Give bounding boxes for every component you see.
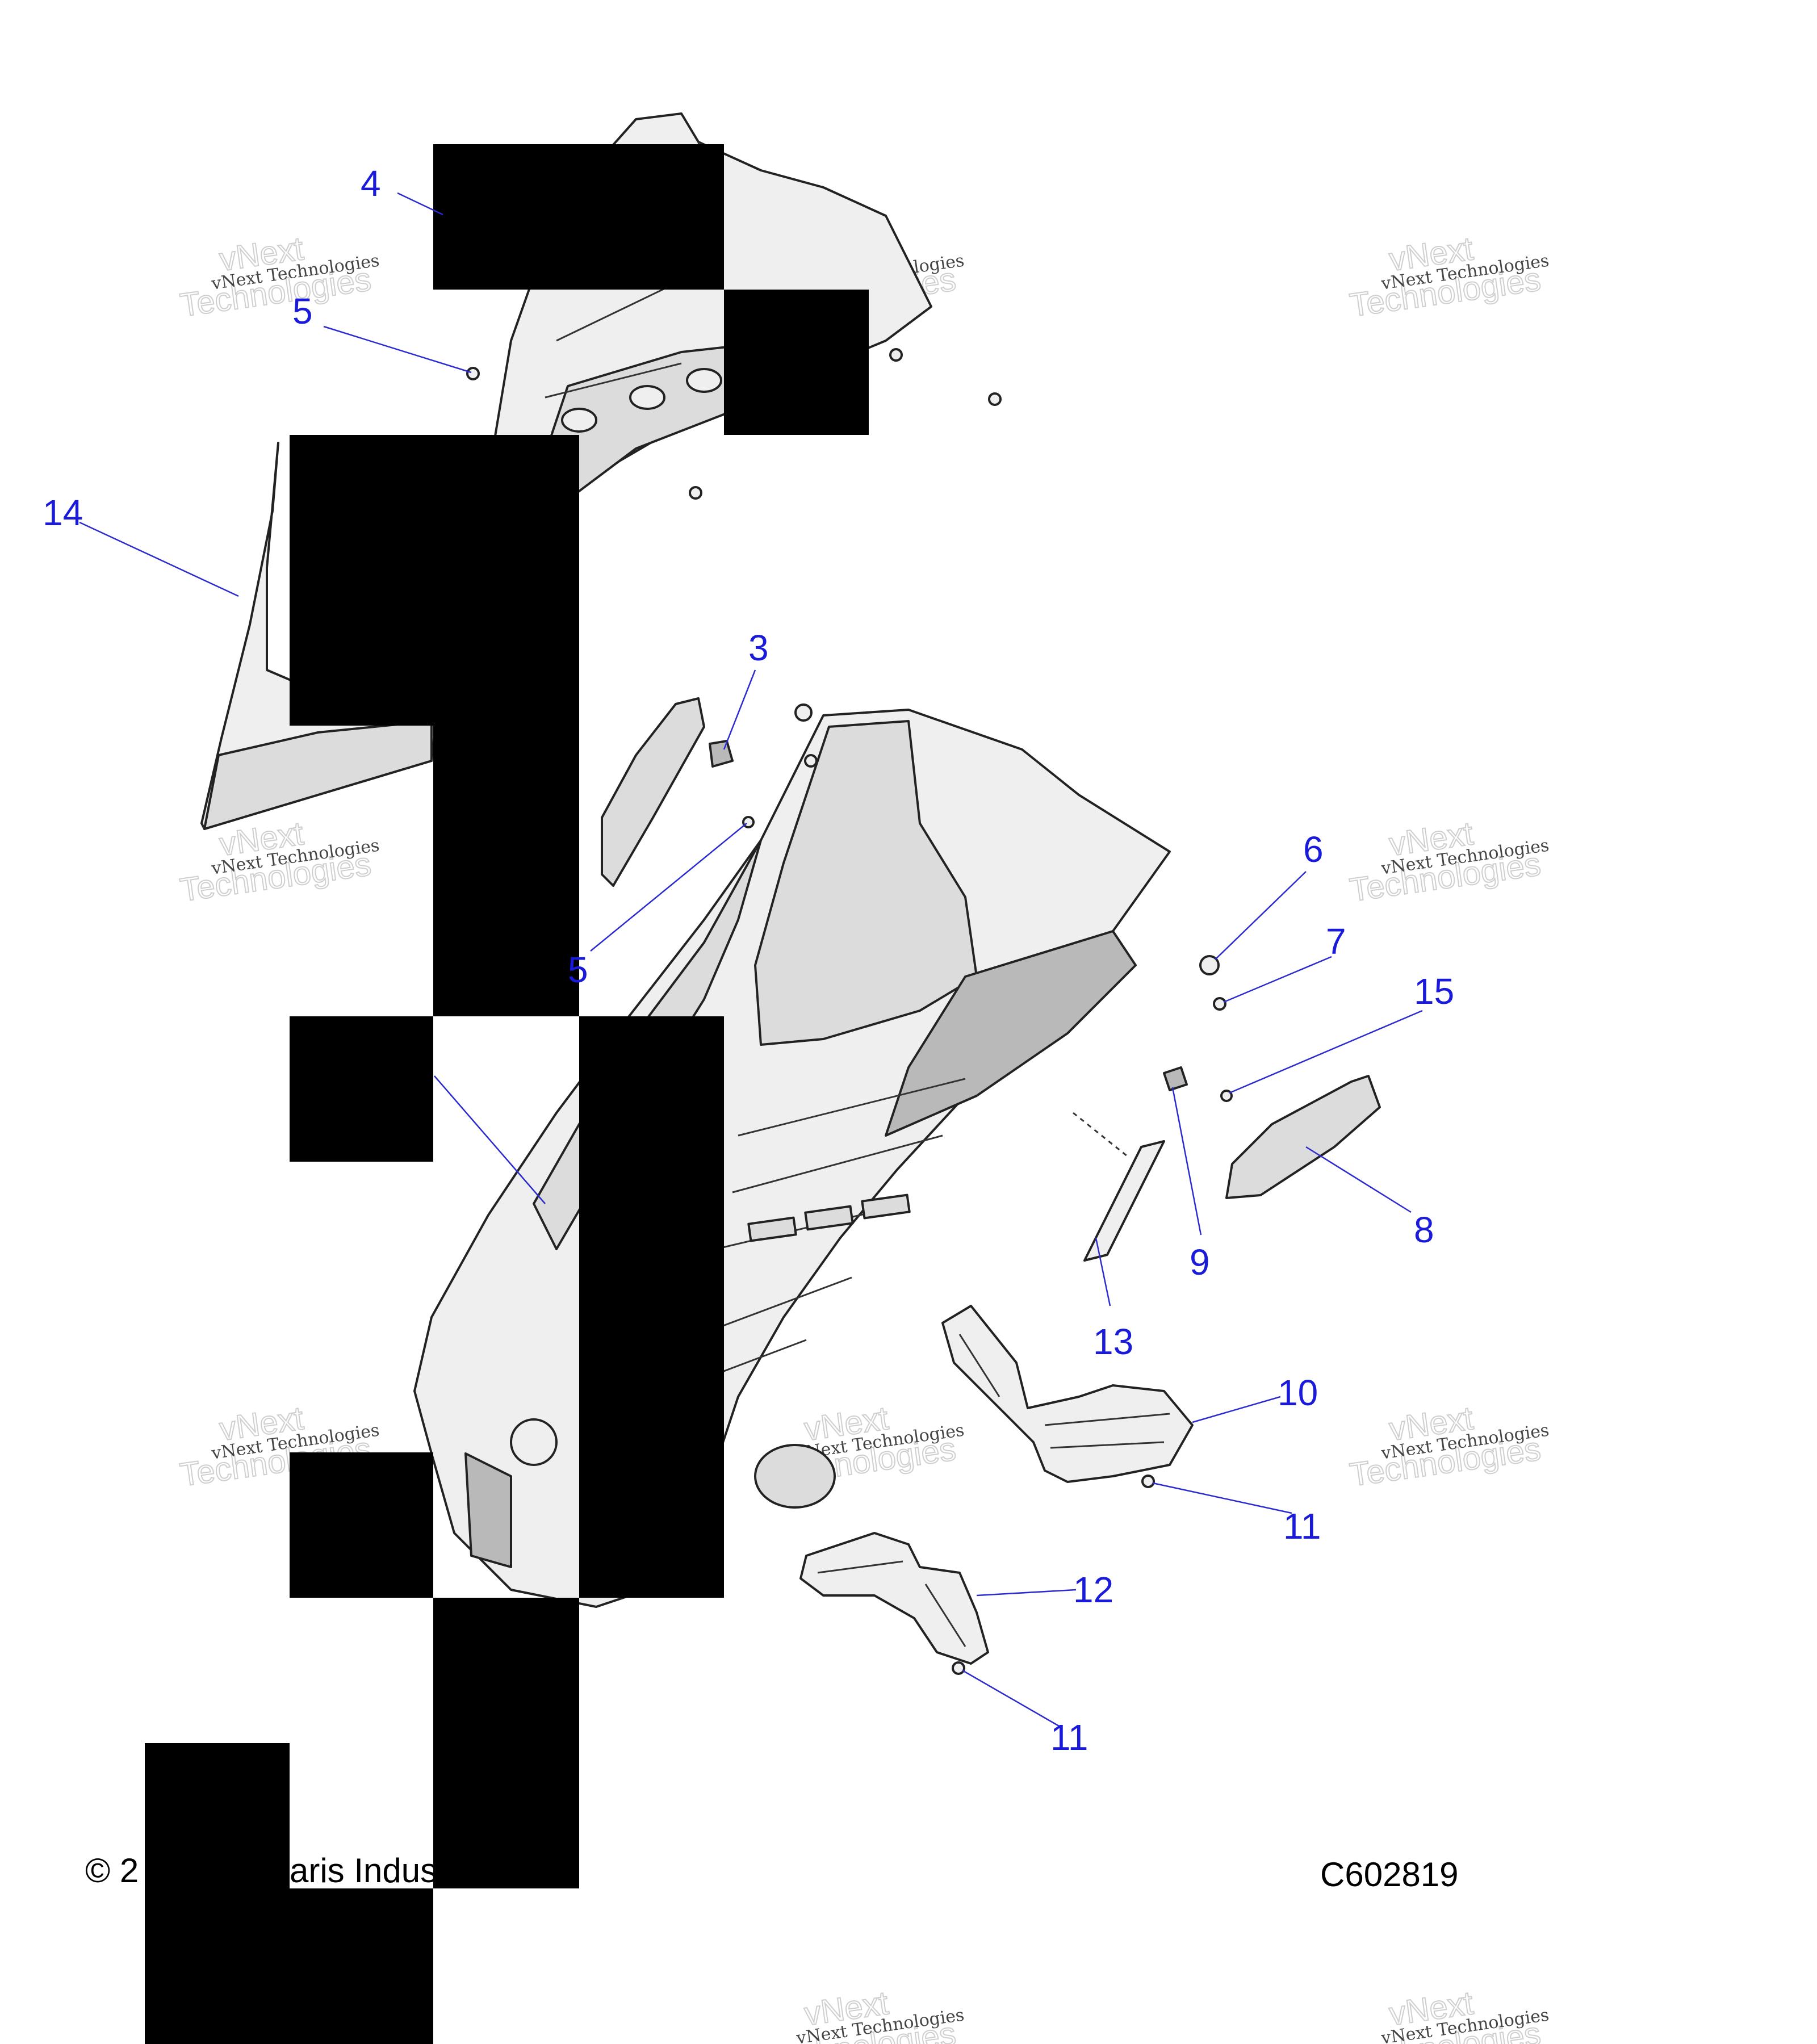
callout-11a: 11 bbox=[1283, 1506, 1321, 1547]
redaction-block bbox=[290, 1452, 433, 1598]
drawing-code: C602819 bbox=[1320, 1855, 1459, 1894]
fastener-15 bbox=[1220, 1090, 1233, 1102]
watermark: vNext Technologies vNext Technologies bbox=[1347, 1399, 1550, 1494]
callout-11b: 11 bbox=[1050, 1717, 1088, 1758]
upper-hood-vent-1 bbox=[561, 408, 597, 433]
main-hood-round-vent bbox=[754, 1444, 836, 1509]
callout-4: 4 bbox=[361, 163, 381, 204]
leader-5b bbox=[590, 823, 747, 952]
redaction-block bbox=[724, 290, 869, 435]
watermark: vNext Technologies vNext Technologies bbox=[1347, 1984, 1550, 2044]
main-hood-grille bbox=[464, 1452, 512, 1568]
redaction-block bbox=[290, 435, 579, 726]
main-hood-side-right bbox=[885, 930, 1137, 1137]
leader-1 bbox=[434, 1075, 546, 1204]
decal-10 bbox=[941, 1305, 1194, 1483]
leader-11b bbox=[962, 1669, 1060, 1727]
callout-labels: 4 5 14 3 5 6 7 15 8 9 13 10 11 12 11 bbox=[43, 163, 1454, 1758]
clip-3 bbox=[709, 740, 734, 768]
decal-10-lettering bbox=[958, 1334, 1170, 1449]
redaction-block bbox=[145, 1888, 433, 2044]
knob-upper bbox=[794, 703, 813, 722]
leader-7 bbox=[1223, 956, 1332, 1003]
side-panel-14-lower bbox=[203, 720, 433, 830]
callout-5b: 5 bbox=[568, 949, 588, 990]
decal-12-lettering bbox=[817, 1560, 966, 1647]
screw-upper-b bbox=[889, 348, 903, 362]
rivet-11-b bbox=[952, 1661, 965, 1675]
screw-upper-d bbox=[689, 486, 702, 500]
upper-fasteners bbox=[466, 348, 1002, 500]
watermark: vNext Technologies vNext Technologies bbox=[1347, 229, 1550, 324]
main-hood-slot-3 bbox=[861, 1193, 911, 1220]
callout-8: 8 bbox=[1414, 1209, 1434, 1250]
main-hood-slot-1 bbox=[747, 1216, 797, 1242]
copyright-text-end: aris Industries Inc. bbox=[290, 1852, 566, 1890]
washer-upper bbox=[804, 754, 818, 768]
knob-6 bbox=[1199, 955, 1220, 975]
leader-8 bbox=[1305, 1146, 1412, 1213]
trim-panel-upper-left bbox=[601, 697, 705, 887]
leader-9 bbox=[1171, 1087, 1202, 1235]
redaction-block bbox=[433, 144, 724, 290]
callout-10: 10 bbox=[1278, 1372, 1318, 1413]
leader-15 bbox=[1229, 1010, 1423, 1094]
redaction-block bbox=[433, 726, 579, 1016]
leader-lines bbox=[79, 192, 1423, 1727]
strip-13-guide bbox=[1073, 1112, 1131, 1159]
leader-5a bbox=[323, 325, 472, 374]
side-trim-8 bbox=[1225, 1075, 1381, 1199]
watermark: vNext Technologies vNext Technologies bbox=[762, 1984, 965, 2044]
leader-12 bbox=[976, 1589, 1077, 1597]
leader-4 bbox=[397, 192, 443, 216]
callout-15: 15 bbox=[1414, 971, 1454, 1012]
watermark: vNext Technologies vNext Technologies bbox=[1347, 814, 1550, 909]
callout-13: 13 bbox=[1093, 1321, 1133, 1362]
callout-14: 14 bbox=[43, 492, 83, 533]
redaction-block bbox=[579, 1016, 724, 1598]
redaction-blocks bbox=[145, 144, 869, 2044]
watermark: vNext Technologies vNext Technologies bbox=[177, 229, 380, 324]
redaction-block bbox=[290, 1016, 433, 1162]
washer-7 bbox=[1213, 997, 1226, 1011]
upper-hood-vent-3 bbox=[686, 368, 722, 393]
decal-12 bbox=[799, 1532, 989, 1665]
redaction-block bbox=[433, 1598, 579, 1888]
callout-5a: 5 bbox=[292, 291, 313, 332]
leader-3 bbox=[723, 669, 756, 750]
upper-hood-vent-2 bbox=[629, 385, 665, 410]
leader-6 bbox=[1215, 871, 1307, 960]
screw-upper-c bbox=[988, 392, 1002, 406]
callout-12: 12 bbox=[1073, 1569, 1113, 1610]
callout-7: 7 bbox=[1326, 921, 1346, 962]
leader-10 bbox=[1192, 1396, 1281, 1423]
rivet-11-a bbox=[1141, 1475, 1155, 1488]
redaction-block bbox=[145, 1743, 290, 1888]
callout-9: 9 bbox=[1190, 1242, 1210, 1283]
bracket-9 bbox=[1163, 1066, 1188, 1091]
callout-3: 3 bbox=[748, 627, 769, 668]
leader-14 bbox=[79, 521, 239, 597]
screw-5-a bbox=[466, 367, 480, 380]
copyright-text-start: © 2 bbox=[85, 1852, 139, 1890]
callout-6: 6 bbox=[1303, 829, 1324, 870]
main-hood-windscreen bbox=[754, 720, 978, 1046]
leader-11a bbox=[1152, 1482, 1292, 1514]
main-hood-headlight bbox=[510, 1418, 558, 1466]
leader-13 bbox=[1095, 1237, 1111, 1306]
main-hood-slot-2 bbox=[804, 1205, 854, 1231]
strip-13 bbox=[1083, 1140, 1165, 1262]
